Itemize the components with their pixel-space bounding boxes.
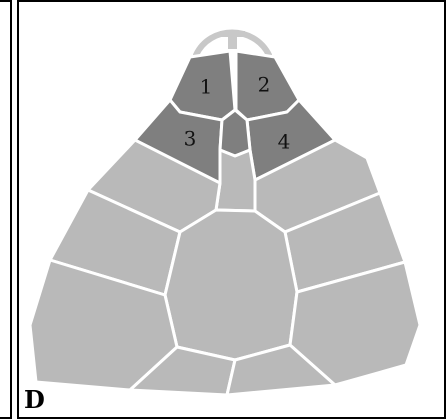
rostral-notch-shape: [220, 31, 245, 49]
scale-number-1: 1: [200, 75, 213, 99]
scale-group: [30, 51, 420, 395]
center-small-scale: [220, 110, 250, 156]
parietal-central-scale: [165, 210, 297, 360]
frontal-scale-upper: [216, 150, 255, 211]
scale-number-2: 2: [258, 73, 271, 97]
scale-number-3: 3: [184, 127, 197, 151]
panel-label: D: [24, 388, 45, 412]
scale-number-4: 4: [278, 130, 291, 154]
